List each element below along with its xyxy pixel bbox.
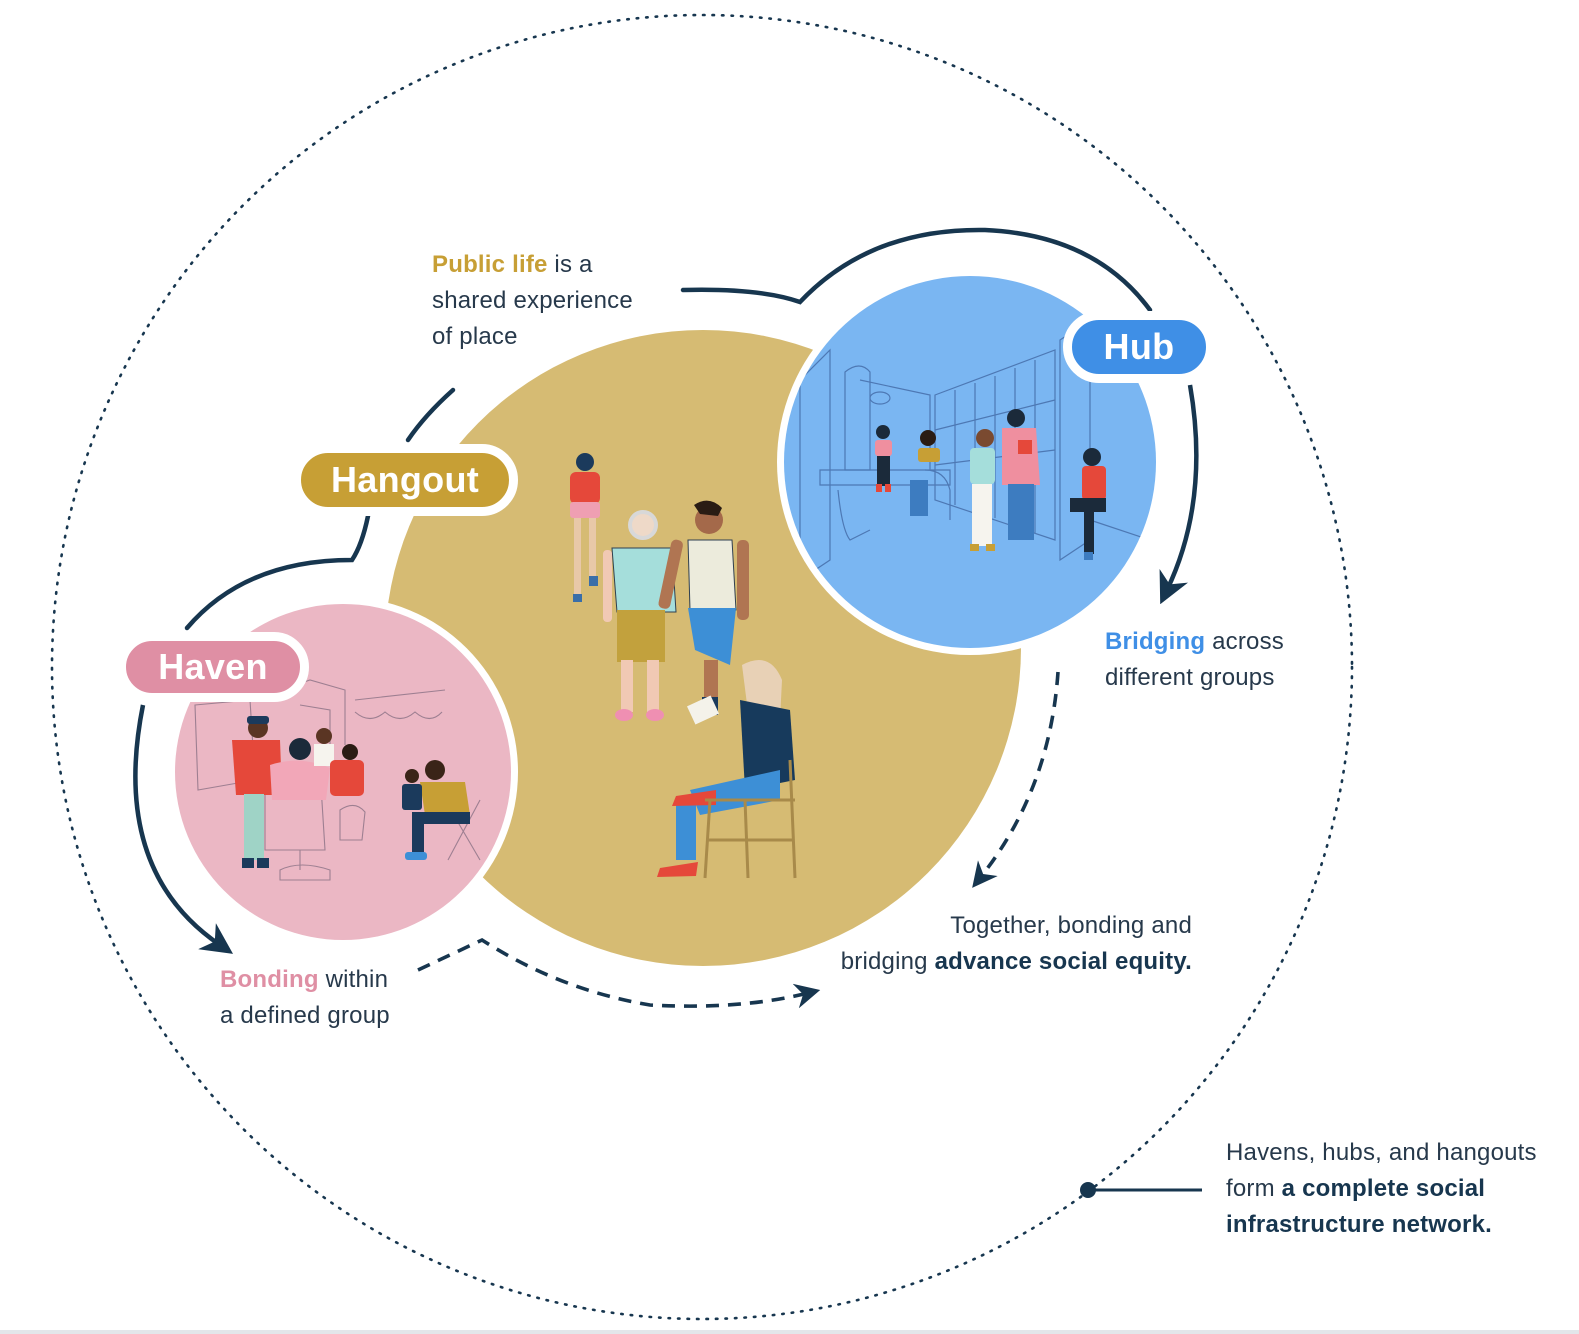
network-bold-2: infrastructure network. (1226, 1211, 1492, 1238)
together-caption: Together, bonding and bridging advance s… (800, 908, 1192, 980)
public-life-text-2: shared experience (432, 287, 633, 314)
haven-label: Haven (117, 632, 309, 702)
bonding-text-1: within (318, 966, 389, 993)
public-life-text-3: of place (432, 323, 518, 350)
bonding-highlight: Bonding (220, 966, 319, 993)
haven-illustration (194, 679, 481, 881)
network-caption: Havens, hubs, and hangouts form a comple… (1226, 1135, 1576, 1243)
hub-label: Hub (1063, 311, 1215, 383)
bridging-text-2: different groups (1105, 664, 1275, 691)
public-life-caption: Public life is a shared experience of pl… (432, 247, 692, 355)
public-life-highlight: Public life (432, 251, 548, 278)
bridging-text-1: across (1205, 628, 1285, 655)
network-text-2: form (1226, 1175, 1282, 1202)
together-bold: advance social equity. (934, 948, 1192, 975)
bridging-highlight: Bridging (1105, 628, 1206, 655)
bonding-caption: Bonding within a defined group (220, 962, 460, 1034)
network-boundary-circle (50, 13, 1354, 1321)
hub-people (875, 409, 1106, 560)
together-text-2: bridging (840, 948, 935, 975)
haven-bonding-arrow (133, 704, 234, 954)
runner-figure (570, 453, 600, 602)
public-life-text-1: is a (547, 251, 593, 278)
together-text-1: Together, bonding and (950, 912, 1192, 939)
hangout-haven-arc (184, 513, 371, 631)
bonding-equity-dashed-arrow (417, 937, 821, 1009)
hangout-arc-upper (405, 387, 456, 443)
hangout-label: Hangout (292, 444, 518, 516)
network-text-1: Havens, hubs, and hangouts (1226, 1139, 1537, 1166)
hangout-illustration (570, 453, 797, 879)
hub-arc (680, 227, 1153, 313)
network-bold-1: a complete social (1281, 1175, 1486, 1202)
bonding-text-2: a defined group (220, 1002, 390, 1029)
bridging-equity-dashed-arrow (972, 671, 1060, 888)
hub-illustration (799, 318, 1151, 600)
bridging-caption: Bridging across different groups (1105, 624, 1345, 696)
bottom-divider (0, 1330, 1579, 1334)
hub-bridging-arrow (1159, 384, 1199, 605)
tank-top-man-figure (658, 500, 749, 715)
network-pointer-dot (1080, 1182, 1096, 1198)
reading-woman-figure (657, 660, 797, 879)
haven-people (232, 716, 470, 868)
